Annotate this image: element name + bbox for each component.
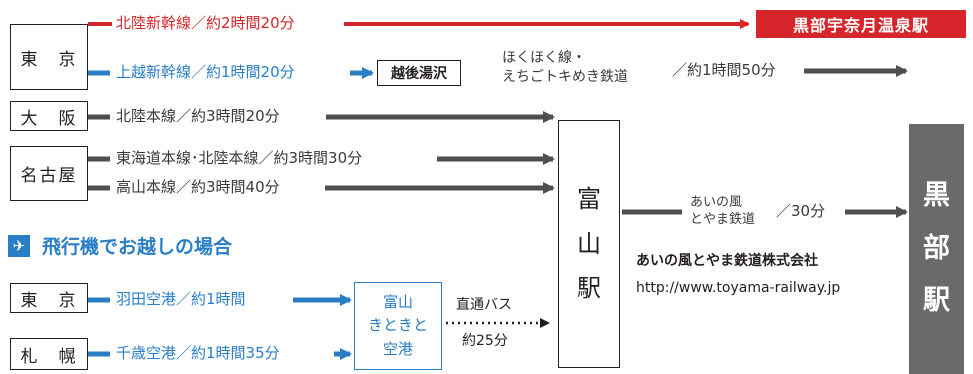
toyama-kitokito-airport: 富山 きときと 空港 — [354, 282, 442, 370]
route-chitose: 千歳空港／約1時間35分 — [116, 344, 280, 362]
ainokaze-time: ／30分 — [776, 202, 826, 220]
kurobe-unazuki-onsen-station: 黒部宇奈月温泉駅 — [756, 10, 966, 38]
airport-line-1: 富山 — [382, 293, 413, 312]
airport-line-3: 空港 — [382, 339, 413, 358]
route-tokaido-hokuriku: 東海道本線･北陸本線／約3時間30分 — [116, 149, 363, 167]
bus-label: 直通バス — [456, 297, 512, 313]
origin-osaka: 大 阪 — [10, 101, 88, 131]
ainokaze-url[interactable]: http://www.toyama-railway.jp — [636, 280, 841, 296]
origin-tokyo: 東 京 — [10, 24, 88, 90]
echigo-yuzawa-station: 越後湯沢 — [377, 60, 461, 86]
route-hokuriku-main: 北陸本線／約3時間20分 — [116, 107, 280, 125]
kurobe-station: 黒 部 駅 — [909, 124, 964, 374]
hokuhoku-line-label-2: えちごトキめき鉄道 — [502, 69, 628, 85]
route-joetsu-shinkansen: 上越新幹線／約1時間20分 — [116, 63, 295, 81]
origin-nagoya: 名古屋 — [10, 146, 88, 201]
airplane-icon: ✈ — [8, 234, 30, 257]
toyama-char-1: 富 — [577, 185, 601, 214]
origin-sapporo: 札 幌 — [10, 338, 88, 370]
toyama-station: 富 山 駅 — [558, 120, 620, 368]
toyama-char-3: 駅 — [577, 274, 601, 303]
kurobe-char-3: 駅 — [923, 285, 950, 317]
origin-tokyo-air: 東 京 — [10, 283, 88, 313]
hokuhoku-line-label-1: ほくほく線・ — [502, 50, 586, 66]
flight-heading: 飛行機でお越しの場合 — [42, 236, 233, 258]
hokuhoku-time: ／約1時間50分 — [672, 61, 776, 79]
ainokaze-label-1: あいの風 — [690, 195, 743, 210]
toyama-char-2: 山 — [577, 229, 601, 258]
airport-line-2: きときと — [367, 316, 428, 335]
kurobe-char-1: 黒 — [923, 180, 950, 212]
route-takayama: 高山本線／約3時間40分 — [116, 178, 280, 196]
ainokaze-company: あいの風とやま鉄道株式会社 — [636, 253, 818, 269]
bus-time: 約25分 — [462, 333, 508, 349]
route-hokuriku-shinkansen: 北陸新幹線／約2時間20分 — [116, 14, 295, 32]
ainokaze-label-2: とやま鉄道 — [690, 212, 756, 227]
kurobe-char-2: 部 — [923, 232, 950, 264]
route-haneda: 羽田空港／約1時間 — [116, 290, 246, 308]
flight-section-header: ✈ 飛行機でお越しの場合 — [8, 232, 232, 259]
